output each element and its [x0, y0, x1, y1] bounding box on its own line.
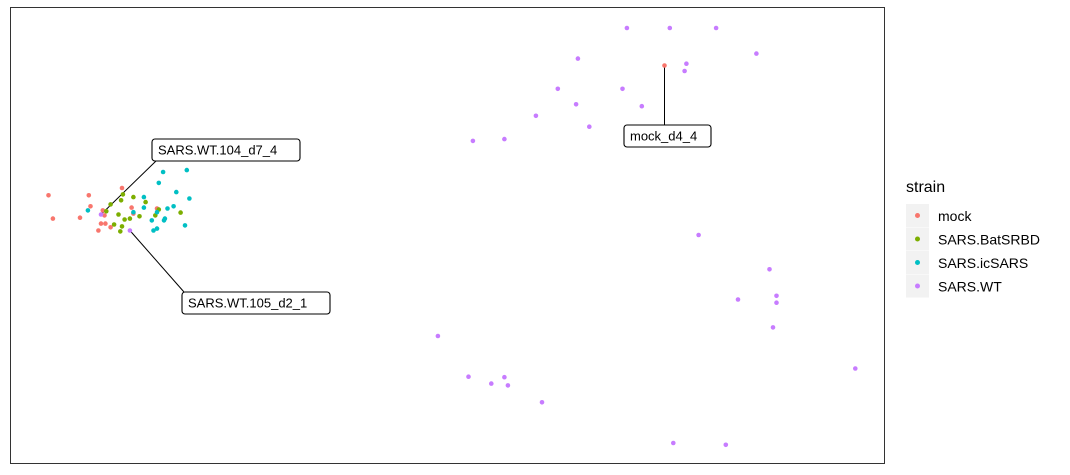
data-point — [466, 374, 471, 380]
data-point — [141, 194, 147, 200]
panel-border — [10, 7, 885, 464]
data-point — [502, 136, 507, 142]
data-point — [104, 209, 109, 214]
data-point — [178, 210, 183, 215]
data-point — [502, 374, 507, 380]
data-point — [119, 224, 125, 229]
data-point — [118, 198, 124, 203]
data-point — [682, 68, 687, 74]
data-point — [165, 206, 170, 211]
data-point — [131, 209, 136, 215]
data-point — [98, 212, 104, 217]
data-point — [154, 226, 160, 231]
data-point — [171, 204, 176, 209]
data-point — [102, 213, 107, 218]
data-point — [98, 221, 104, 226]
data-point — [713, 25, 719, 31]
data-point — [770, 325, 776, 330]
data-point — [853, 366, 858, 371]
data-point — [103, 221, 108, 226]
data-point — [120, 192, 126, 197]
legend-key-swatch — [915, 260, 920, 265]
annotation-label-box — [623, 124, 712, 148]
data-point — [624, 25, 630, 31]
data-point — [137, 214, 142, 219]
data-point — [671, 440, 676, 446]
data-point — [182, 223, 188, 228]
legend-key-swatch — [915, 236, 920, 242]
data-point — [573, 102, 579, 107]
data-point — [88, 204, 93, 209]
data-point — [774, 300, 779, 306]
data-point — [151, 228, 156, 233]
annotation-label-box — [151, 138, 301, 162]
data-point — [111, 222, 117, 227]
data-point — [684, 61, 689, 66]
data-point — [767, 267, 772, 272]
data-point — [639, 103, 645, 109]
data-point — [131, 194, 136, 200]
legend-entry-label: SARS.WT — [938, 279, 1002, 295]
data-point — [620, 86, 625, 92]
data-point — [154, 209, 160, 215]
legend-entry-label: SARS.icSARS — [938, 255, 1028, 271]
data-point — [174, 189, 179, 195]
data-point — [100, 208, 106, 213]
data-point — [108, 225, 113, 230]
data-point — [96, 228, 101, 233]
legend-entry-label: mock — [938, 208, 972, 224]
data-point — [587, 124, 592, 129]
data-point — [119, 185, 125, 191]
data-point — [575, 56, 581, 61]
data-point — [723, 442, 729, 448]
data-point — [86, 193, 92, 198]
data-point — [127, 216, 133, 221]
data-point — [129, 205, 134, 210]
data-point — [539, 400, 545, 405]
legend-entry-label: SARS.BatSRBD — [938, 232, 1040, 248]
data-point — [533, 113, 539, 119]
data-point — [505, 383, 511, 388]
data-point — [118, 229, 123, 234]
data-point — [774, 293, 779, 299]
data-point — [187, 196, 192, 201]
legend-key-swatch — [915, 283, 920, 289]
annotation-leader-line — [129, 230, 185, 293]
data-point — [754, 51, 759, 56]
data-point — [555, 86, 561, 92]
data-point — [77, 215, 83, 220]
data-point — [156, 180, 162, 186]
data-point — [143, 199, 148, 205]
data-point — [489, 381, 494, 386]
data-point — [184, 167, 190, 173]
legend-title: strain — [906, 179, 945, 196]
data-point — [470, 138, 476, 144]
data-point — [85, 208, 91, 213]
data-point — [122, 217, 127, 222]
data-point — [160, 169, 166, 175]
data-point — [46, 193, 51, 198]
annotation-label-text: mock_d4_4 — [630, 129, 697, 144]
annotation-label-text: SARS.WT.104_d7_4 — [158, 143, 277, 158]
annotation-label-box — [181, 291, 331, 315]
data-point — [161, 218, 167, 223]
data-point — [435, 333, 441, 339]
data-point — [696, 232, 701, 238]
legend-key-swatch — [915, 213, 920, 218]
data-point — [149, 218, 155, 223]
data-point — [50, 216, 56, 221]
data-point — [108, 202, 113, 207]
data-point — [662, 63, 667, 68]
data-point — [735, 297, 741, 302]
annotation-label-text: SARS.WT.105_d2_1 — [188, 296, 307, 311]
data-points — [46, 25, 858, 448]
data-point — [116, 212, 121, 217]
data-point — [127, 228, 133, 233]
data-point — [667, 25, 673, 31]
data-point — [141, 205, 147, 210]
